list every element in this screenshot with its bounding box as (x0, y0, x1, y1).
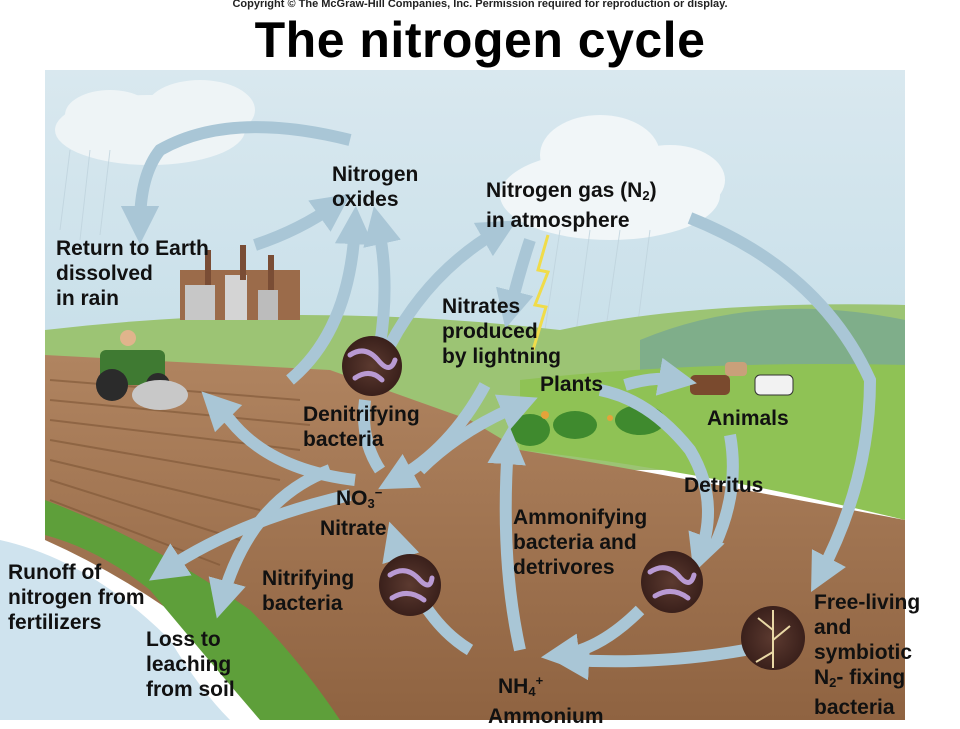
water (0, 540, 230, 720)
label-nitrifying-bacteria: Nitrifying bacteria (262, 567, 355, 615)
ammonifying-bacteria-icon (641, 551, 703, 613)
rain (59, 149, 651, 346)
page-title: The nitrogen cycle (254, 12, 706, 68)
cloud-right (500, 115, 725, 240)
label-ammonifying-bacteria: Ammonifying bacteria and detrivores (513, 506, 648, 579)
lightning (531, 234, 551, 351)
factory (180, 245, 300, 320)
label-nitrogen-oxides: Nitrogen oxides (332, 163, 419, 211)
nitrogen-fixing-bacteria-icon (741, 606, 805, 670)
nitrifying-bacteria-icon (379, 554, 441, 616)
copyright-notice: Copyright © The McGraw-Hill Companies, I… (232, 0, 728, 10)
label-plants: Plants (540, 373, 604, 396)
denitrifying-bacteria-icon (342, 336, 402, 396)
bank-grass (45, 500, 340, 720)
grass-field (520, 364, 905, 520)
label-nitrate: NO3− Nitrate (320, 485, 387, 540)
label-nitrogen-gas: Nitrogen gas (N2) in atmosphere (486, 179, 657, 232)
label-runoff: Runoff of nitrogen from fertilizers (8, 561, 145, 634)
label-free-living: Free-living and symbiotic N2- fixing bac… (814, 591, 921, 719)
label-animals: Animals (707, 407, 789, 430)
label-return-to-earth: Return to Earth dissolved in rain (56, 237, 209, 310)
tractor (96, 330, 188, 410)
label-denitrifying-bacteria: Denitrifying bacteria (303, 403, 420, 451)
label-leaching: Loss to leaching from soil (146, 628, 235, 701)
cows (690, 362, 794, 396)
label-detritus: Detritus (684, 474, 764, 497)
label-nitrates-lightning: Nitrates produced by lightning (442, 295, 561, 368)
